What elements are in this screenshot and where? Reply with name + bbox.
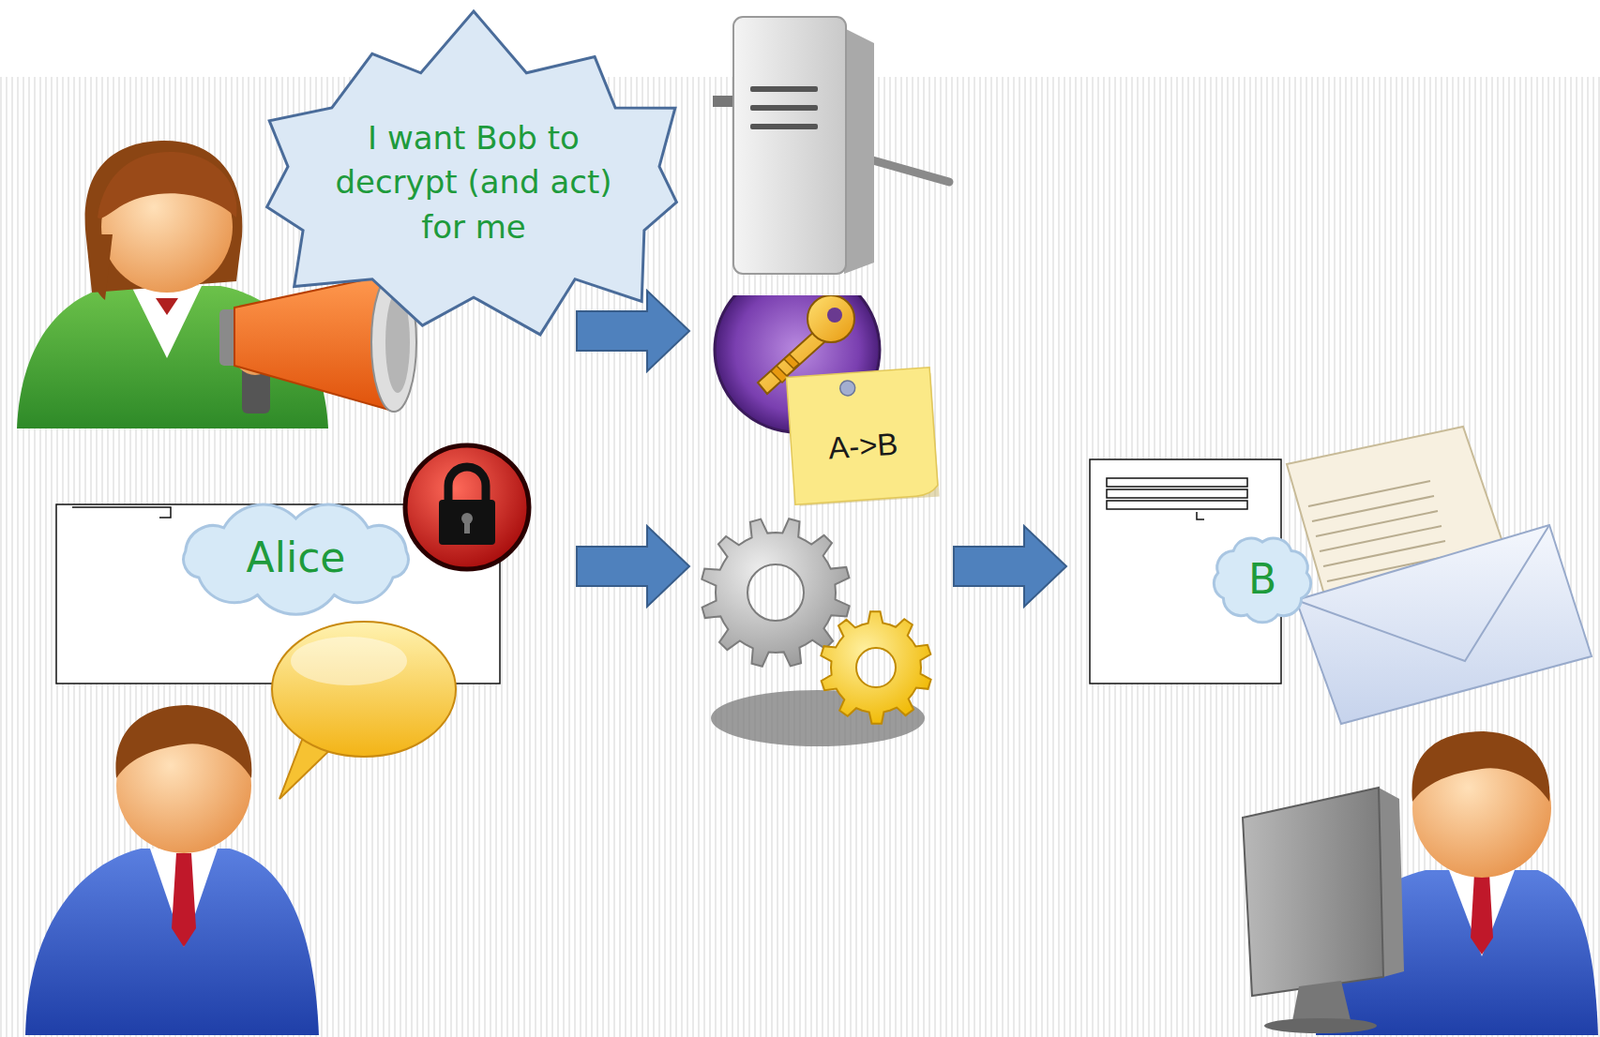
- lock-icon: [438, 499, 496, 545]
- envelope-icon: [1296, 525, 1550, 662]
- woman-figure: [131, 286, 202, 359]
- speaking-man: [150, 848, 218, 948]
- speaking-man: [25, 705, 319, 1036]
- computer-man: [1470, 874, 1494, 955]
- woman-figure: [85, 140, 243, 293]
- lock-icon: [448, 467, 486, 504]
- speech-bubble: [290, 636, 408, 686]
- woman-figure: [89, 234, 113, 301]
- node-text: Alice: [246, 534, 347, 583]
- cloud-shape: [183, 504, 409, 615]
- speaking-man: [115, 705, 252, 779]
- callout-starburst: I want Bob to decrypt (and act) for me: [239, 9, 709, 357]
- envelope-icon: [1296, 525, 1592, 725]
- sticky-note: A->B: [785, 367, 938, 505]
- bob-document: [1089, 459, 1282, 684]
- key-badge: [827, 307, 843, 323]
- node-text: B: [1248, 556, 1277, 604]
- speaking-man: [25, 848, 319, 1036]
- key-badge: [807, 295, 855, 343]
- node-text: A->B: [827, 425, 900, 468]
- pin: [839, 379, 856, 396]
- server-tower: [733, 16, 846, 274]
- woman-figure: [97, 151, 238, 219]
- computer-man: [1411, 731, 1550, 802]
- lock-icon: [405, 445, 529, 570]
- note-paper: [785, 367, 938, 505]
- server-tower: [844, 28, 875, 274]
- monitor: [1242, 787, 1384, 997]
- gears-icon: [701, 518, 849, 666]
- block-arrow: [576, 290, 690, 372]
- block-arrow: [576, 526, 690, 607]
- server-tower: [750, 86, 818, 92]
- speech-bubble: [271, 621, 456, 757]
- monitor: [1242, 787, 1404, 1034]
- server-tower: [862, 157, 950, 182]
- lock-icon: [464, 520, 470, 534]
- bob-document: [1106, 478, 1248, 487]
- node-text: I want Bob to decrypt (and act) for me: [332, 116, 615, 251]
- bob-document: [1089, 459, 1282, 684]
- bob-document: [1106, 489, 1248, 499]
- alice-document: [72, 507, 171, 518]
- speech-bubble: [271, 621, 456, 800]
- gears-icon: [701, 518, 931, 747]
- gears-icon: [820, 611, 931, 725]
- speaking-man: [171, 853, 197, 948]
- bob-document: [1106, 500, 1248, 510]
- block-arrow: [953, 526, 1067, 607]
- megaphone: [234, 273, 393, 411]
- identity-cloud: B: [1209, 534, 1315, 625]
- server-tower: [750, 105, 818, 111]
- bob-document: [1196, 512, 1205, 520]
- monitor: [1264, 1018, 1377, 1034]
- server-tower: [750, 123, 818, 130]
- starburst-shape: [267, 11, 678, 335]
- computer-man: [1449, 870, 1515, 957]
- identity-cloud: Alice: [176, 511, 416, 605]
- woman-figure: [155, 298, 179, 316]
- server-tower: [712, 16, 950, 274]
- envelope-icon: [1286, 426, 1592, 725]
- cloud-shape: [1213, 538, 1311, 623]
- lock-icon: [405, 445, 529, 570]
